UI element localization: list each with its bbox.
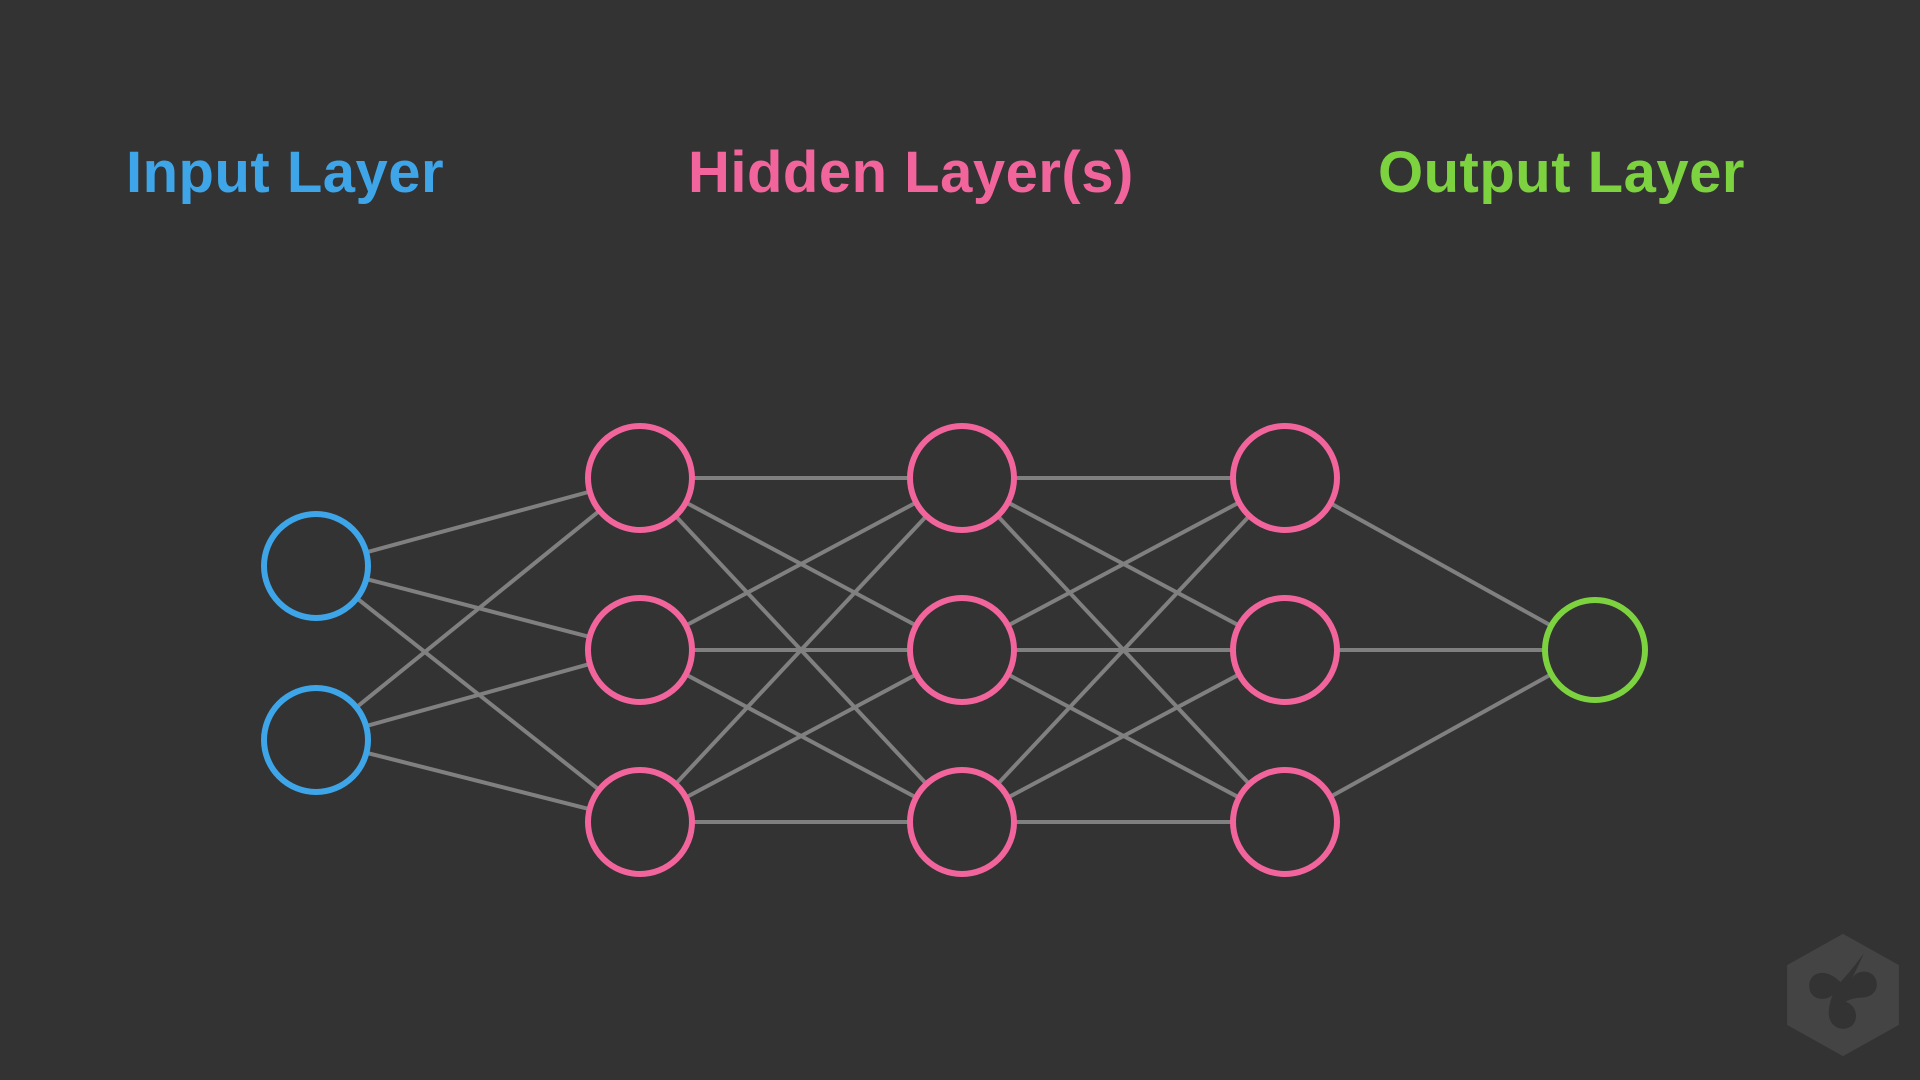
connection-edge	[365, 750, 591, 812]
nodes-group	[261, 423, 1648, 877]
neuron-node-hidden[interactable]	[907, 767, 1017, 877]
neuron-node-hidden[interactable]	[907, 595, 1017, 705]
connection-edge	[1006, 672, 1241, 800]
hexagon-neuron-logo-icon	[1787, 933, 1899, 1057]
connection-edge	[365, 489, 591, 555]
neuron-node-hidden[interactable]	[1230, 767, 1340, 877]
connection-edge	[365, 661, 591, 729]
connection-edge	[1329, 672, 1553, 799]
neuron-node-hidden[interactable]	[585, 423, 695, 533]
connection-edge	[1006, 500, 1241, 628]
label-output-layer: Output Layer	[1378, 140, 1745, 205]
connection-edge	[674, 514, 928, 786]
connection-edge	[355, 509, 601, 709]
neuron-node-output[interactable]	[1542, 597, 1648, 703]
connection-edge	[684, 672, 918, 800]
label-input-layer: Input Layer	[126, 140, 445, 205]
neuron-node-hidden[interactable]	[907, 423, 1017, 533]
neuron-node-hidden[interactable]	[585, 767, 695, 877]
neuron-node-hidden[interactable]	[1230, 423, 1340, 533]
connection-edge	[1329, 501, 1553, 628]
edges-group	[355, 476, 1553, 824]
neuron-node-input[interactable]	[261, 511, 371, 621]
label-hidden-layer: Hidden Layer(s)	[688, 140, 1134, 205]
connection-edge	[684, 500, 918, 628]
neuron-node-hidden[interactable]	[585, 595, 695, 705]
neuron-node-hidden[interactable]	[1230, 595, 1340, 705]
neuron-node-input[interactable]	[261, 685, 371, 795]
connection-edge	[996, 514, 1251, 786]
